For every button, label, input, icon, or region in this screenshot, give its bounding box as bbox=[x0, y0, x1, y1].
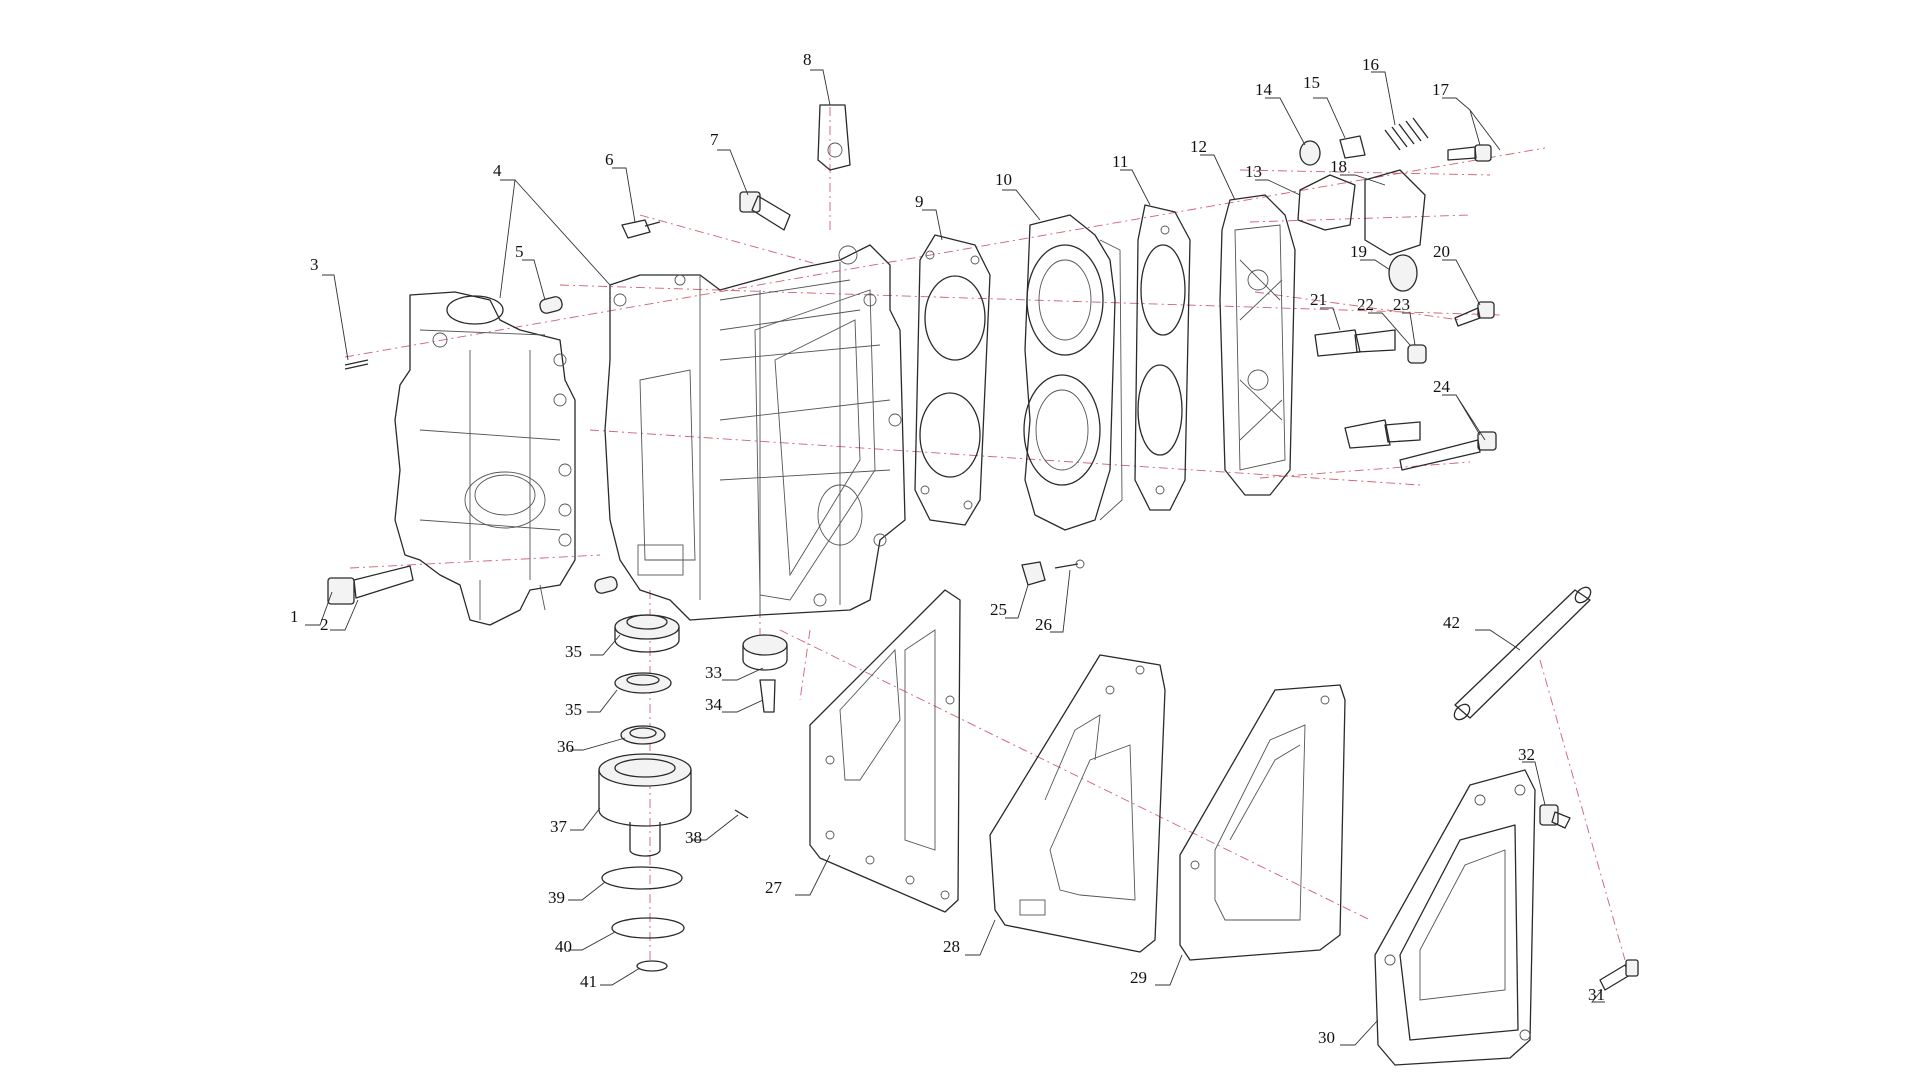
callout-3: 3 bbox=[310, 255, 319, 274]
spring-16 bbox=[1384, 117, 1429, 151]
bracket-25 bbox=[1021, 561, 1046, 586]
callout-25: 25 bbox=[990, 600, 1007, 619]
bolt-20 bbox=[1454, 301, 1495, 327]
clamp-8 bbox=[817, 104, 851, 171]
head-cover-gasket-11 bbox=[1134, 204, 1191, 511]
seal-14 bbox=[1299, 140, 1321, 166]
bolt-31 bbox=[1599, 959, 1639, 991]
screw-26 bbox=[1054, 559, 1085, 569]
callout-36: 36 bbox=[557, 737, 574, 756]
callout-22: 22 bbox=[1357, 295, 1374, 314]
callout-31: 31 bbox=[1588, 985, 1605, 1004]
bolt-17 bbox=[1447, 144, 1492, 162]
o-ring-40 bbox=[611, 917, 685, 939]
intake-housing bbox=[394, 291, 576, 626]
callout-labels: 1 2 3 4 5 6 7 8 9 10 11 12 13 14 15 16 1… bbox=[290, 50, 1605, 1047]
callout-18: 18 bbox=[1330, 157, 1347, 176]
spark-plug-21 bbox=[1314, 329, 1396, 357]
oil-seal-36 bbox=[620, 725, 666, 745]
thermostat-19 bbox=[1388, 254, 1418, 292]
callout-1: 1 bbox=[290, 607, 299, 626]
callout-34: 34 bbox=[705, 695, 723, 714]
leader-lines bbox=[305, 69, 1605, 1046]
bolt-7 bbox=[739, 191, 791, 231]
gasket-13 bbox=[1297, 174, 1356, 231]
dowel-left-lower bbox=[594, 576, 618, 594]
callout-2: 2 bbox=[320, 615, 329, 634]
cylinder-head-10 bbox=[1023, 214, 1123, 531]
callout-13: 13 bbox=[1245, 162, 1262, 181]
bolt-32 bbox=[1539, 804, 1571, 829]
tube-42 bbox=[1453, 586, 1592, 721]
callout-14: 14 bbox=[1255, 80, 1273, 99]
centre-lines bbox=[344, 105, 1626, 961]
cap-23 bbox=[1407, 344, 1427, 364]
callout-23: 23 bbox=[1393, 295, 1410, 314]
fitting-6 bbox=[621, 219, 661, 239]
head-cover-12 bbox=[1219, 194, 1296, 496]
fitting-34 bbox=[759, 679, 776, 713]
callout-20: 20 bbox=[1433, 242, 1450, 261]
callout-7: 7 bbox=[710, 130, 719, 149]
callout-33: 33 bbox=[705, 663, 722, 682]
washer-41 bbox=[636, 960, 668, 972]
callout-9: 9 bbox=[915, 192, 924, 211]
callout-26: 26 bbox=[1035, 615, 1052, 634]
callout-8: 8 bbox=[803, 50, 812, 69]
callout-17: 17 bbox=[1432, 80, 1450, 99]
callout-10: 10 bbox=[995, 170, 1012, 189]
callout-29: 29 bbox=[1130, 968, 1147, 987]
callout-38: 38 bbox=[685, 828, 702, 847]
callout-35b: 35 bbox=[565, 700, 582, 719]
oil-seal-35a bbox=[614, 614, 680, 653]
callout-24: 24 bbox=[1433, 377, 1451, 396]
housing-37 bbox=[598, 753, 692, 857]
callout-6: 6 bbox=[605, 150, 614, 169]
callout-35a: 35 bbox=[565, 642, 582, 661]
callout-30: 30 bbox=[1318, 1028, 1335, 1047]
spark-plug-lower bbox=[1344, 419, 1421, 449]
valve-15 bbox=[1339, 135, 1366, 159]
collar-33 bbox=[742, 634, 788, 671]
pin-38 bbox=[734, 809, 749, 819]
dowel-5 bbox=[539, 296, 563, 314]
gasket-27 bbox=[809, 589, 961, 913]
callout-41: 41 bbox=[580, 972, 597, 991]
bolt-1 bbox=[327, 565, 414, 605]
callout-40: 40 bbox=[555, 937, 572, 956]
thermostat-cover-18 bbox=[1364, 169, 1426, 256]
bolt-24 bbox=[1399, 431, 1497, 471]
oil-seal-35b bbox=[614, 672, 672, 694]
callout-32: 32 bbox=[1518, 745, 1535, 764]
callout-16: 16 bbox=[1362, 55, 1379, 74]
callout-5: 5 bbox=[515, 242, 524, 261]
callout-28: 28 bbox=[943, 937, 960, 956]
stud-3 bbox=[344, 359, 369, 370]
exhaust-cover-30 bbox=[1374, 769, 1536, 1066]
head-gasket-9 bbox=[914, 234, 991, 526]
callout-21: 21 bbox=[1310, 290, 1327, 309]
callout-37: 37 bbox=[550, 817, 568, 836]
callout-12: 12 bbox=[1190, 137, 1207, 156]
cylinder-block bbox=[604, 244, 906, 621]
callout-11: 11 bbox=[1112, 152, 1128, 171]
plate-29 bbox=[1179, 684, 1346, 961]
plate-28 bbox=[989, 654, 1166, 953]
callout-27: 27 bbox=[765, 878, 783, 897]
callout-15: 15 bbox=[1303, 73, 1320, 92]
callout-19: 19 bbox=[1350, 242, 1367, 261]
ring-39 bbox=[601, 866, 683, 890]
callout-4: 4 bbox=[493, 161, 502, 180]
callout-39: 39 bbox=[548, 888, 565, 907]
callout-42: 42 bbox=[1443, 613, 1460, 632]
